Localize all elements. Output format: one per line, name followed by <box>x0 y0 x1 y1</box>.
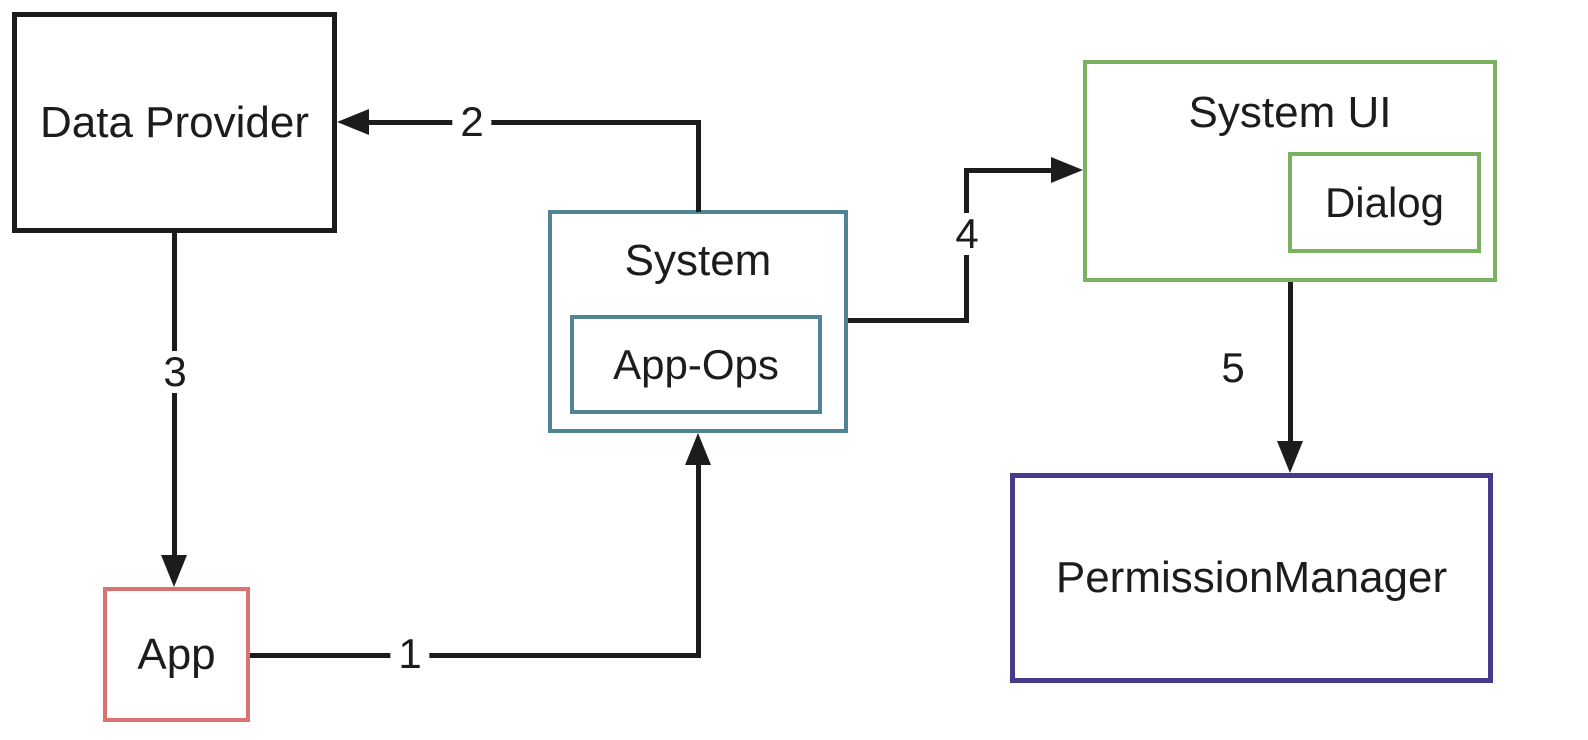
edge-2-line-horizontal <box>365 120 701 125</box>
node-permission-manager: PermissionManager <box>1010 473 1493 683</box>
edge-1-label: 1 <box>390 633 430 675</box>
edge-5-line-vertical <box>1288 282 1293 443</box>
edge-4-line-horizontal-lower <box>848 318 969 323</box>
edge-3-line-vertical <box>172 233 177 559</box>
edge-5-arrowhead-down-icon <box>1277 441 1303 473</box>
edge-4-label: 4 <box>947 213 987 255</box>
node-data-provider: Data Provider <box>12 12 337 233</box>
node-app-label: App <box>137 629 216 679</box>
node-data-provider-label: Data Provider <box>39 97 309 147</box>
node-system: System App-Ops <box>548 210 848 433</box>
node-app-ops: App-Ops <box>570 315 822 414</box>
edge-1-line-vertical <box>696 463 701 656</box>
node-dialog: Dialog <box>1288 152 1481 253</box>
node-system-ui-label: System UI <box>1188 88 1392 137</box>
edge-2-label: 2 <box>452 101 492 143</box>
node-system-ui: System UI Dialog <box>1083 60 1497 282</box>
edge-1-line-horizontal <box>250 653 701 658</box>
node-app-ops-label: App-Ops <box>613 340 779 388</box>
edge-1-arrowhead-up-icon <box>685 433 711 465</box>
edge-3-arrowhead-down-icon <box>161 555 187 587</box>
node-permission-manager-label: PermissionManager <box>1055 553 1448 602</box>
edge-2-arrowhead-left-icon <box>337 109 369 135</box>
edge-3-label: 3 <box>155 351 195 393</box>
edge-5-label: 5 <box>1213 347 1253 389</box>
node-app: App <box>103 587 250 722</box>
edge-2-line-vertical <box>696 120 701 212</box>
node-system-label: System <box>624 236 772 285</box>
edge-4-arrowhead-right-icon <box>1051 157 1083 183</box>
edge-4-line-horizontal-upper <box>964 168 1055 173</box>
node-dialog-label: Dialog <box>1324 178 1445 226</box>
